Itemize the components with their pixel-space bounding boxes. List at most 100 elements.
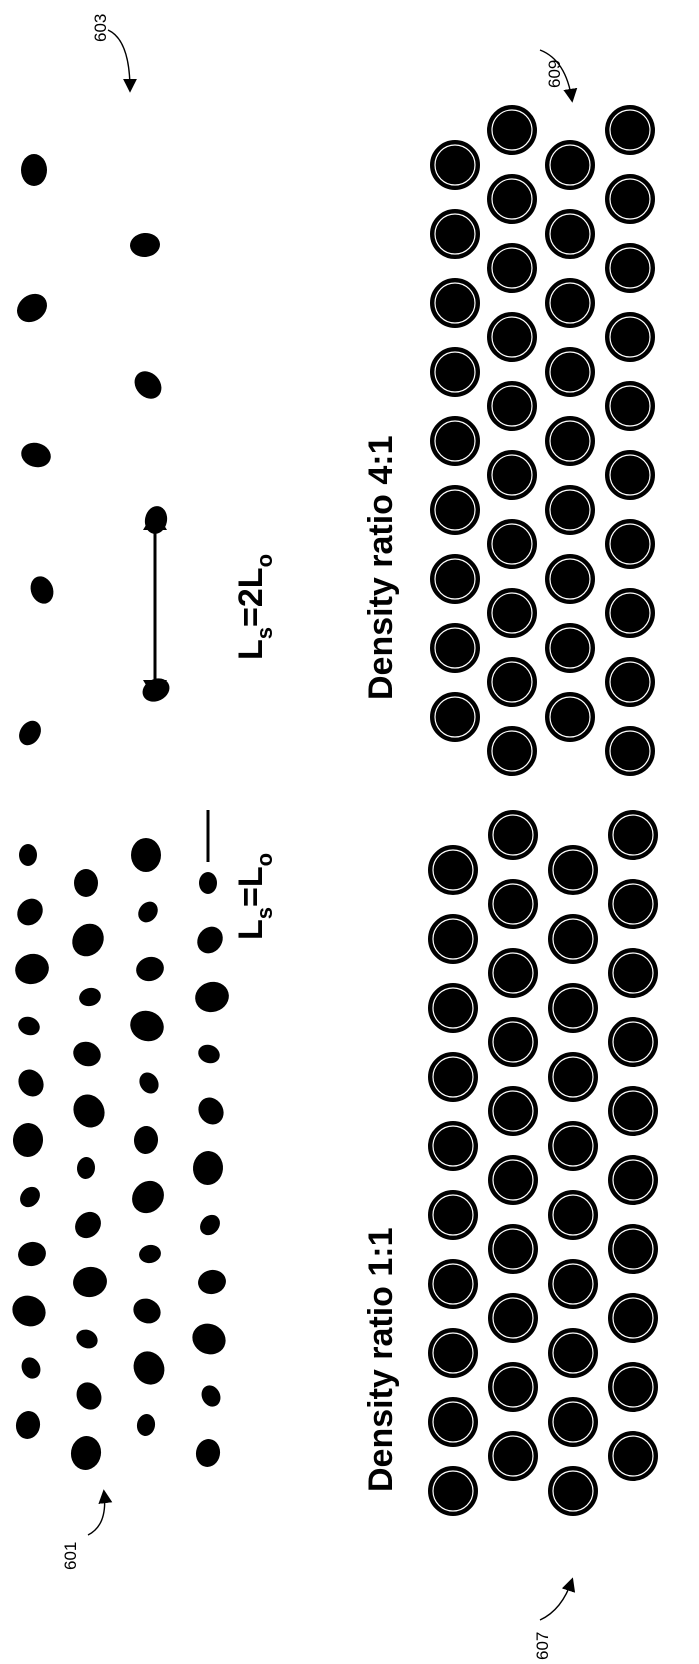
disc-1to1-21-ring: [552, 918, 594, 960]
disc-4to1-16-ring: [491, 592, 533, 634]
sparse-particles-panel: [17, 154, 170, 746]
particle-13: [79, 987, 101, 1007]
disc-4to1-32: [605, 381, 655, 431]
disc-4to1-20-ring: [549, 213, 591, 255]
disc-1to1-10: [488, 810, 538, 860]
particle-7: [18, 1241, 46, 1267]
disc-1to1-28-ring: [552, 1401, 594, 1443]
disc-1to1-25: [548, 1190, 598, 1240]
disc-4to1-27: [545, 692, 595, 742]
disc-1to1-12-ring: [492, 952, 534, 994]
disc-1to1-9-ring: [432, 1470, 474, 1512]
arrowhead-right-bottom: [143, 680, 167, 700]
disc-4to1-26: [545, 623, 595, 673]
disc-4to1-7-ring: [434, 627, 476, 669]
disc-1to1-13: [488, 1017, 538, 1067]
sparse-particle-6: [134, 371, 162, 399]
disc-1to1-15-ring: [492, 1159, 534, 1201]
particle-31: [133, 1351, 165, 1385]
disc-1to1-17-ring: [492, 1297, 534, 1339]
disc-4to1-25-ring: [549, 558, 591, 600]
particle-3: [18, 1016, 40, 1036]
disc-1to1-4-ring: [432, 1125, 474, 1167]
disc-1to1-17: [488, 1293, 538, 1343]
disc-1to1-29: [548, 1466, 598, 1516]
disc-1to1-7-ring: [432, 1332, 474, 1374]
particle-39: [200, 1214, 220, 1236]
disc-1to1-21: [548, 914, 598, 964]
disc-4to1-8-ring: [434, 696, 476, 738]
particle-33: [199, 872, 217, 894]
disc-1to1-28: [548, 1397, 598, 1447]
particle-0: [19, 844, 37, 866]
particle-17: [75, 1211, 101, 1239]
disc-4to1-24-ring: [549, 489, 591, 531]
disc-4to1-17-ring: [491, 661, 533, 703]
dense-particles-panel: [12, 838, 229, 1470]
disc-1to1-9: [428, 1466, 478, 1516]
disc-1to1-39: [608, 1431, 658, 1481]
particle-11: [74, 869, 98, 897]
particle-28: [132, 1180, 164, 1214]
sparse-particle-4: [19, 720, 41, 746]
disc-1to1-38-ring: [612, 1366, 654, 1408]
particle-10: [15, 1411, 41, 1439]
disc-4to1-12-ring: [491, 316, 533, 358]
leader-607: [539, 1577, 576, 1621]
disc-4to1-19-ring: [549, 144, 591, 186]
disc-4to1-13-ring: [491, 385, 533, 427]
particle-18: [73, 1266, 107, 1298]
disc-1to1-18-ring: [492, 1366, 534, 1408]
disc-1to1-29-ring: [552, 1470, 594, 1512]
disc-1to1-19: [488, 1431, 538, 1481]
disc-1to1-23-ring: [552, 1056, 594, 1098]
disc-4to1-27-ring: [549, 696, 591, 738]
disc-1to1-2: [428, 983, 478, 1033]
disc-4to1-29-ring: [609, 178, 651, 220]
disc-4to1-2: [430, 278, 480, 328]
disc-1to1-23: [548, 1052, 598, 1102]
disc-1to1-22-ring: [552, 987, 594, 1029]
disc-4to1-14: [487, 450, 537, 500]
disc-4to1-20: [545, 209, 595, 259]
disc-1to1-7: [428, 1328, 478, 1378]
particle-4: [18, 1069, 44, 1097]
disc-4to1-5: [430, 485, 480, 535]
disc-1to1-5-ring: [432, 1194, 474, 1236]
particle-5: [12, 1123, 44, 1157]
particle-19: [76, 1329, 98, 1349]
disc-1to1-6-ring: [432, 1263, 474, 1305]
disc-1to1-22: [548, 983, 598, 1033]
disc-1to1-35-ring: [612, 1159, 654, 1201]
spacing-equation-left: Ls=Lo: [232, 853, 277, 940]
disc-1to1-32: [608, 948, 658, 998]
disc-1to1-20: [548, 845, 598, 895]
disc-1to1-19-ring: [492, 1435, 534, 1477]
disc-1to1-31: [608, 879, 658, 929]
disc-4to1-17: [487, 657, 537, 707]
disc-4to1-12: [487, 312, 537, 362]
sparse-particle-2: [21, 442, 51, 468]
disc-1to1-1: [428, 914, 478, 964]
particle-34: [197, 926, 223, 954]
disc-4to1-37-ring: [609, 730, 651, 772]
particle-36: [198, 1044, 220, 1064]
packed-discs-panel-4to1: [430, 105, 655, 776]
particle-21: [70, 1436, 102, 1470]
disc-4to1-5-ring: [434, 489, 476, 531]
disc-1to1-11: [488, 879, 538, 929]
disc-1to1-20-ring: [552, 849, 594, 891]
disc-1to1-34: [608, 1086, 658, 1136]
disc-1to1-11-ring: [492, 883, 534, 925]
disc-4to1-2-ring: [434, 282, 476, 324]
disc-4to1-15-ring: [491, 523, 533, 565]
disc-4to1-9-ring: [491, 109, 533, 151]
disc-1to1-5: [428, 1190, 478, 1240]
particle-26: [139, 1072, 159, 1094]
particle-24: [136, 956, 164, 982]
disc-1to1-24: [548, 1121, 598, 1171]
disc-4to1-34-ring: [609, 523, 651, 565]
disc-4to1-29: [605, 174, 655, 224]
disc-4to1-30-ring: [609, 247, 651, 289]
